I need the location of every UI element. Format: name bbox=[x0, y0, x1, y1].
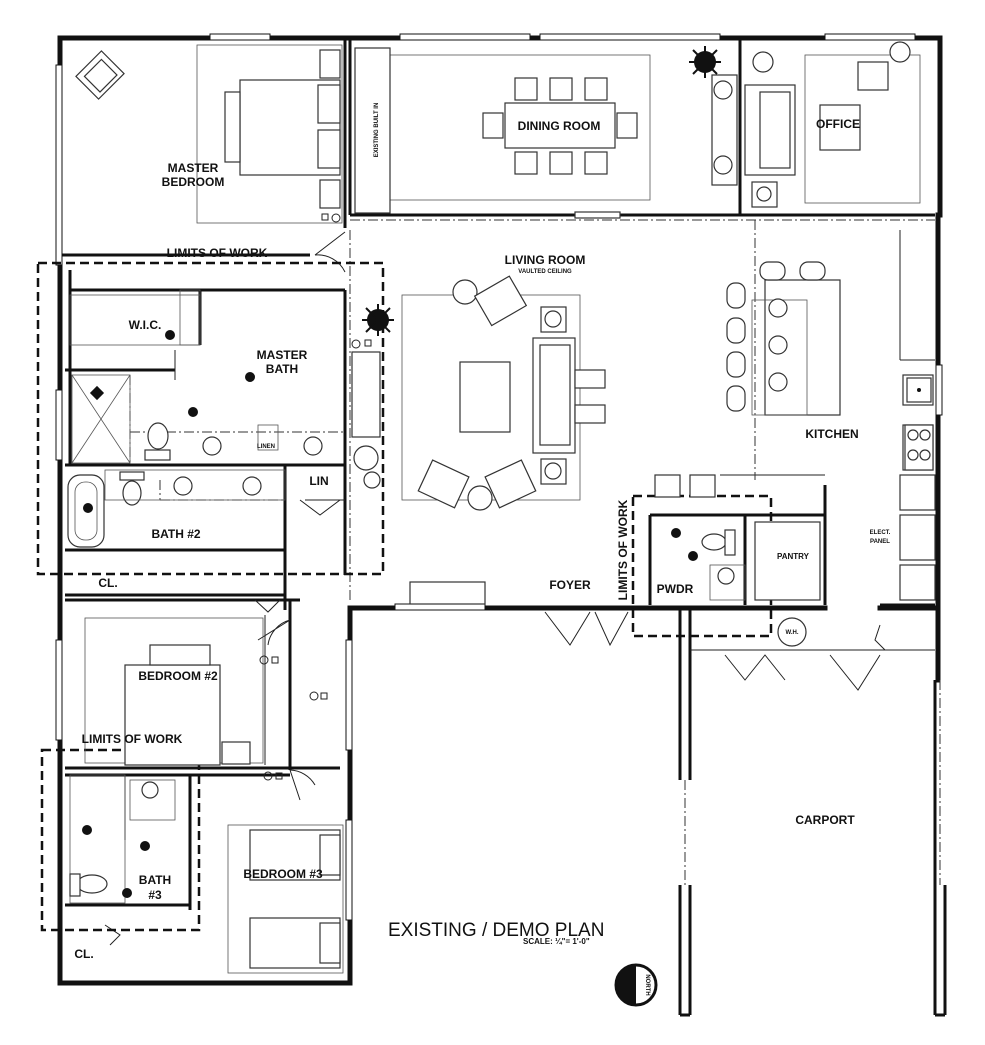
light-fixtures bbox=[82, 330, 698, 898]
chair-icon bbox=[75, 50, 125, 100]
pwdr-fixtures bbox=[701, 529, 746, 601]
doors bbox=[104, 231, 886, 946]
bath3-fixtures bbox=[69, 774, 176, 904]
label-master-bath: MASTER bbox=[257, 348, 308, 362]
limits-of-work bbox=[36, 261, 773, 932]
label-limits-bath3: LIMITS OF WORK bbox=[82, 732, 183, 746]
bedroom3-furniture bbox=[227, 824, 344, 974]
office-furniture bbox=[744, 41, 921, 208]
limit-bath3 bbox=[40, 748, 201, 932]
limit-labels: LIMITS OF WORK LIMITS OF WORK LIMITS OF … bbox=[82, 246, 630, 746]
label-kitchen: KITCHEN bbox=[805, 427, 858, 441]
toilet-icon bbox=[701, 533, 727, 551]
north-arrow-icon: NORTH bbox=[614, 963, 658, 1007]
plan-scale: SCALE: ¼"= 1'-0" bbox=[523, 937, 590, 946]
svg-text:#3: #3 bbox=[148, 888, 162, 902]
label-cl-2: CL. bbox=[74, 947, 93, 961]
bedroom2-furniture bbox=[84, 617, 264, 766]
sink-icon bbox=[202, 436, 222, 456]
label-master-bedroom: MASTER bbox=[168, 161, 219, 175]
plant-icon bbox=[362, 304, 394, 336]
living-furniture bbox=[351, 275, 606, 605]
label-carport: CARPORT bbox=[795, 813, 855, 827]
label-elect-panel: ELECT. bbox=[870, 530, 891, 536]
label-lin: LIN bbox=[309, 474, 328, 488]
room-labels: MASTER BEDROOM DINING ROOM OFFICE EXISTI… bbox=[74, 103, 890, 961]
label-pwdr: PWDR bbox=[657, 582, 694, 596]
kitchen-furniture bbox=[654, 261, 934, 601]
label-bath2: BATH #2 bbox=[151, 527, 200, 541]
toilet-icon bbox=[76, 874, 108, 894]
dining-furniture bbox=[354, 46, 738, 219]
svg-text:BATH: BATH bbox=[266, 362, 298, 376]
sink-icon bbox=[906, 377, 932, 403]
label-cl-1: CL. bbox=[98, 576, 117, 590]
plant-icon bbox=[689, 46, 721, 78]
label-bedroom2: BEDROOM #2 bbox=[138, 669, 218, 683]
label-limits-pwdr: LIMITS OF WORK bbox=[616, 499, 630, 600]
label-bath3: BATH bbox=[139, 873, 171, 887]
limit-pwdr bbox=[631, 494, 773, 638]
water-heater bbox=[777, 617, 807, 647]
label-pantry: PANTRY bbox=[777, 552, 810, 561]
master-bath-fixtures bbox=[69, 289, 323, 464]
label-wh: W.H. bbox=[786, 630, 799, 636]
label-foyer: FOYER bbox=[549, 578, 591, 592]
label-living-room: LIVING ROOM bbox=[505, 253, 586, 267]
north-label: NORTH bbox=[644, 974, 650, 995]
label-linen: LINEN bbox=[257, 444, 275, 450]
bath2-fixtures bbox=[67, 469, 286, 548]
toilet-icon bbox=[144, 422, 171, 461]
title-block: EXISTING / DEMO PLAN SCALE: ¼"= 1'-0" NO… bbox=[388, 920, 658, 1007]
label-existing-built-in: EXISTING BUILT IN bbox=[374, 103, 380, 158]
label-wic: W.I.C. bbox=[129, 318, 162, 332]
range-icon bbox=[904, 424, 934, 471]
label-office: OFFICE bbox=[816, 117, 860, 131]
windows bbox=[55, 33, 943, 921]
plan-title: EXISTING / DEMO PLAN bbox=[388, 920, 604, 941]
svg-text:BEDROOM: BEDROOM bbox=[162, 175, 225, 189]
svg-text:PANEL: PANEL bbox=[870, 539, 890, 545]
label-bedroom3: BEDROOM #3 bbox=[243, 867, 323, 881]
electrical-symbols bbox=[259, 213, 372, 781]
master-bedroom-furniture bbox=[75, 44, 343, 224]
label-limits-top: LIMITS OF WORK bbox=[167, 246, 268, 260]
limit-master-bath bbox=[36, 261, 385, 576]
label-vaulted-ceiling: VAULTED CEILING bbox=[518, 269, 572, 275]
toilet-icon bbox=[122, 480, 142, 506]
label-dining-room: DINING ROOM bbox=[518, 119, 601, 133]
